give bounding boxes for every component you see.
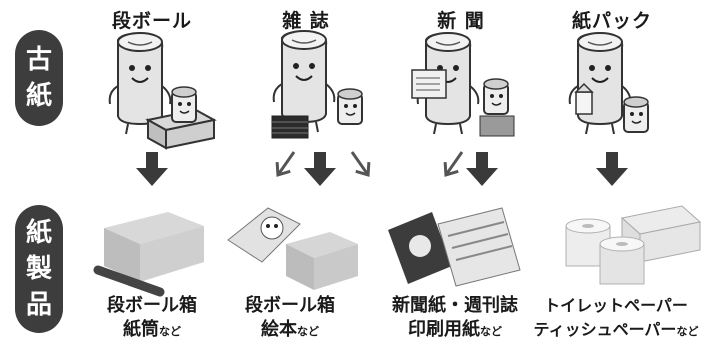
result-magazine-suffix: など [297,325,319,338]
result-magazine: 段ボール箱 絵本など [245,294,335,344]
result-cardboard-line1: 段ボール箱 [107,295,197,316]
arrow-magazine-right [343,145,377,182]
arrow-cardboard [136,152,168,186]
result-magazine-line2: 絵本 [261,319,297,340]
used-paper-label: 古 紙 [15,30,63,126]
used-paper-char-1: 古 [25,45,52,75]
arrow-carton [596,152,628,186]
result-cardboard-line2: 紙筒 [123,319,159,340]
category-paper-cartons: 紙パック [571,10,653,32]
result-newspaper-suffix: など [480,325,502,338]
result-carton-line2: ティッシュペーパー [533,320,677,339]
used-paper-char-2: 紙 [25,81,52,111]
result-magazine-line1: 段ボール箱 [245,295,335,316]
result-carton-line1: トイレットペーパー [544,296,688,315]
carton-mascot-illustration [568,32,649,135]
result-newspaper: 新聞紙・週刊誌 印刷用紙など [392,294,518,344]
result-cardboard-suffix: など [159,325,181,338]
category-magazines: 雑 誌 [282,10,330,32]
result-newspaper-line2: 印刷用紙 [408,319,480,340]
newspaper-mascot-illustration [411,32,515,137]
arrow-newspaper-main [466,152,498,186]
result-cardboard: 段ボール箱 紙筒など [107,294,197,344]
cardboard-mascot-illustration [108,32,217,150]
result-carton: トイレットペーパー ティッシュペーパーなど [534,294,699,344]
product-toilet-paper-tissue [565,205,702,285]
category-newspapers: 新 聞 [437,10,485,32]
paper-products-char-2: 製 [25,254,52,284]
paper-products-char-3: 品 [25,290,52,320]
result-carton-suffix: など [676,325,699,338]
paper-products-label: 紙 製 品 [15,205,63,333]
arrow-magazine-main [304,152,336,186]
magazine-mascot-illustration [271,30,363,139]
product-cardboard-box-tube [93,212,204,297]
category-cardboard: 段ボール [111,10,193,32]
result-newspaper-line1: 新聞紙・週刊誌 [392,295,518,316]
product-newspaper-magazine [388,207,521,287]
arrow-magazine-left [269,145,303,182]
arrow-newspaper-left [437,145,471,182]
product-picture-book-box [227,207,358,290]
paper-products-char-1: 紙 [25,218,52,248]
